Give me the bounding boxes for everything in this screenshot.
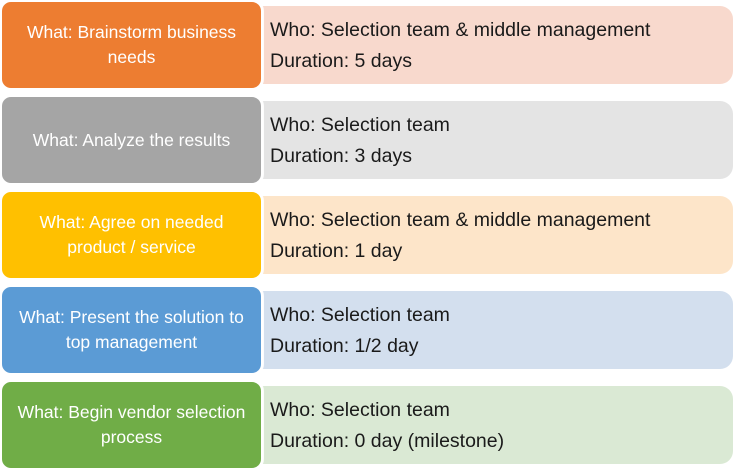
step-box-5: What: Begin vendor selection process	[0, 380, 263, 470]
step-details-4: • Who: Selection team • Duration: 1/2 da…	[232, 291, 733, 369]
step-row-2: • Who: Selection team • Duration: 3 days…	[0, 95, 737, 185]
step-details-2: • Who: Selection team • Duration: 3 days	[232, 101, 733, 179]
step-row-1: • Who: Selection team & middle managemen…	[0, 0, 737, 90]
duration-text: Duration: 3 days	[270, 145, 412, 167]
step-box-4: What: Present the solution to top manage…	[0, 285, 263, 375]
duration-text: Duration: 5 days	[270, 50, 412, 72]
who-line: • Who: Selection team	[254, 300, 733, 331]
step-row-5: • Who: Selection team • Duration: 0 day …	[0, 380, 737, 470]
step-details-3: • Who: Selection team & middle managemen…	[232, 196, 733, 274]
who-text: Who: Selection team & middle management	[270, 19, 651, 41]
duration-line: • Duration: 0 day (milestone)	[254, 426, 733, 457]
step-title: What: Agree on needed product / service	[39, 212, 224, 257]
who-line: • Who: Selection team	[254, 395, 733, 426]
step-title: What: Analyze the results	[32, 129, 231, 150]
duration-line: • Duration: 3 days	[254, 141, 733, 172]
duration-line: • Duration: 5 days	[254, 46, 733, 77]
step-title: What: Begin vendor selection process	[17, 402, 246, 447]
duration-text: Duration: 0 day (milestone)	[270, 430, 505, 452]
duration-line: • Duration: 1 day	[254, 236, 733, 267]
step-row-3: • Who: Selection team & middle managemen…	[0, 190, 737, 280]
who-text: Who: Selection team	[270, 304, 450, 326]
who-line: • Who: Selection team & middle managemen…	[254, 205, 733, 236]
step-title: What: Brainstorm business needs	[26, 22, 237, 67]
who-text: Who: Selection team & middle management	[270, 209, 651, 231]
duration-text: Duration: 1 day	[270, 240, 403, 262]
step-title: What: Present the solution to top manage…	[19, 307, 244, 352]
duration-text: Duration: 1/2 day	[270, 335, 419, 357]
step-details-1: • Who: Selection team & middle managemen…	[232, 6, 733, 84]
step-details-5: • Who: Selection team • Duration: 0 day …	[232, 386, 733, 464]
step-row-4: • Who: Selection team • Duration: 1/2 da…	[0, 285, 737, 375]
duration-line: • Duration: 1/2 day	[254, 331, 733, 362]
step-box-3: What: Agree on needed product / service	[0, 190, 263, 280]
who-text: Who: Selection team	[270, 399, 450, 421]
who-text: Who: Selection team	[270, 114, 450, 136]
step-box-2: What: Analyze the results	[0, 95, 263, 185]
step-box-1: What: Brainstorm business needs	[0, 0, 263, 90]
who-line: • Who: Selection team & middle managemen…	[254, 15, 733, 46]
who-line: • Who: Selection team	[254, 110, 733, 141]
